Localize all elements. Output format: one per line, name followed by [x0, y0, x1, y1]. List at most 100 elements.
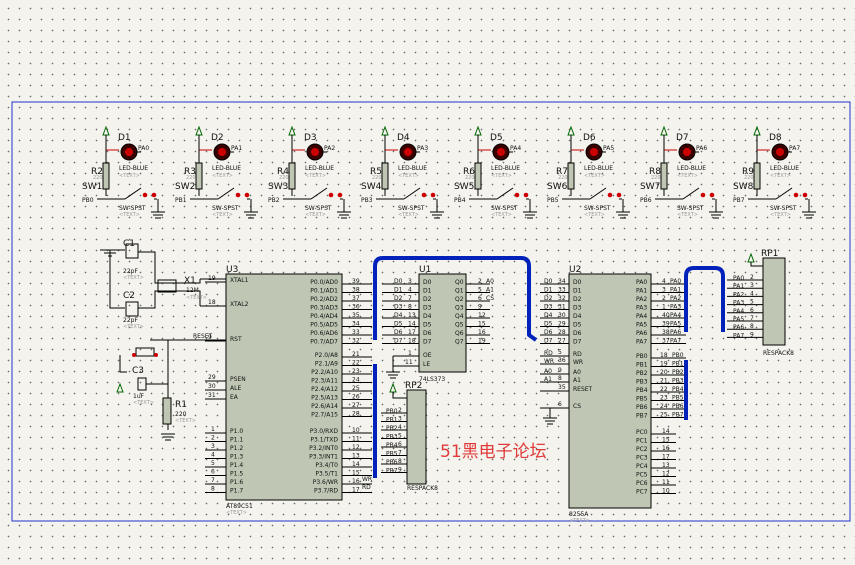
- rp1-pin-label: PA4: [733, 308, 744, 315]
- rp1-pin-label: PA0: [733, 275, 744, 282]
- u2-pin-label: D7: [573, 339, 582, 346]
- led-cell-2[interactable]: D2PA1LED-BLUE<TEXT>R3220SW2PB1SW-SPST<TE…: [175, 125, 258, 219]
- u1-pin-label: Q7: [455, 339, 464, 346]
- clock-reset-circuit: C122pF<TEXT>C222pF<TEXT>X112M<TEXT>C31uF…: [100, 239, 226, 441]
- u3-at89c51[interactable]: U3AT89C51<TEXT>XTAL119XTAL218RST9RESETPS…: [193, 265, 372, 516]
- u3-pin-label: P1.7: [230, 488, 243, 495]
- u2-pin-label: PB5: [636, 396, 648, 403]
- u2-pin-number: 23: [660, 395, 668, 402]
- u2-pin-number: 32: [558, 295, 566, 302]
- u1-addr-label: A1: [486, 287, 494, 294]
- u3-pin-number: 2: [211, 435, 215, 442]
- led-cell-6[interactable]: D6PA5LED-BLUE<TEXT>R7220SW6PB5SW-SPST<TE…: [547, 125, 630, 219]
- u3-pin-number: 14: [352, 461, 360, 468]
- rp1-pin-number: 8: [750, 323, 754, 330]
- u2-pin-number: 28: [558, 329, 566, 336]
- u2-pin-label: A1: [573, 377, 581, 384]
- rp1-pin-number: 4: [750, 290, 754, 297]
- u3-pin-label: P1.2: [230, 445, 243, 452]
- rp1-body[interactable]: [762, 257, 786, 346]
- led-cell-1[interactable]: D1PA0LED-BLUE<TEXT>R2220SW1PB0SW-SPST<TE…: [82, 125, 165, 219]
- rp1-pin-number: 7: [750, 315, 754, 322]
- u2-pin-label: PB0: [636, 353, 648, 360]
- power-arrow-icon: [753, 125, 761, 136]
- resistor-value: 220: [465, 175, 475, 181]
- u3-body[interactable]: [225, 273, 343, 501]
- resistor-value: 220: [93, 175, 103, 181]
- u3-pin-number: 23: [352, 368, 360, 375]
- led-cell-7[interactable]: D7PA6LED-BLUE<TEXT>R8220SW7PB6SW-SPST<TE…: [640, 125, 723, 219]
- u3-pin-number: 17: [352, 487, 360, 494]
- rp1-pin-number: 2: [750, 274, 754, 281]
- u3-pin-number: 11: [352, 436, 360, 443]
- led-cell-5[interactable]: D5PA4LED-BLUE<TEXT>R6220SW5PB4SW-SPST<TE…: [454, 125, 537, 219]
- u2-pin-number: 39: [662, 321, 670, 328]
- power-arrow-icon: [747, 252, 755, 263]
- u2-pin-label: PC7: [636, 489, 648, 496]
- u3-pin-number: 18: [208, 299, 216, 306]
- u3-pin-number: 37: [352, 295, 360, 302]
- rp2-pin-number: 2: [398, 407, 402, 414]
- u3-pin-number: 22: [352, 360, 360, 367]
- ground-icon: [386, 371, 400, 379]
- x1-value: 12M: [186, 287, 199, 294]
- u1-pin-number: 13: [408, 312, 416, 319]
- resistor-value: 220: [744, 175, 754, 181]
- u3-pin-label: P1.0: [230, 428, 243, 435]
- switch-type: SW-SPST: [119, 205, 146, 212]
- u2-pin-label: PC5: [636, 472, 648, 479]
- u3-pin-number: 21: [352, 351, 360, 358]
- data-bus: [373, 256, 725, 478]
- r1-text: <TEXT>: [175, 418, 196, 424]
- led-text: <TEXT>: [212, 173, 233, 179]
- u1-pin-number: 11: [405, 359, 413, 366]
- led-ref: D1: [118, 133, 131, 143]
- switch-ref: SW2: [175, 182, 195, 192]
- u1-body[interactable]: [418, 273, 467, 373]
- u3-pin-number: 9: [208, 334, 212, 341]
- u2-net-label: D2: [544, 295, 553, 302]
- u1-pin-number: 3: [408, 278, 412, 285]
- rp1-ref: RP1: [761, 249, 778, 259]
- u1-ref: U1: [419, 265, 431, 275]
- u2-8255a[interactable]: U28255A<TEXT>D034D0D133D1D232D2D331D3D43…: [540, 265, 686, 524]
- rp2-pin-number: 9: [398, 467, 402, 474]
- led-cell-4[interactable]: D4PA3LED-BLUE<TEXT>R5220SW4PB3SW-SPST<TE…: [361, 125, 444, 219]
- led-core-icon: [218, 148, 226, 156]
- u1-pin-number: 5: [478, 287, 482, 294]
- switch-type: SW-SPST: [212, 205, 239, 212]
- u2-pin-label: PA2: [636, 296, 647, 303]
- resistor-icon: [102, 162, 110, 190]
- switch-ref: SW7: [640, 182, 660, 192]
- u3-pin-number: 38: [352, 287, 360, 294]
- u2-net-label: PA0: [670, 278, 681, 285]
- resistor-ref: R3: [184, 167, 196, 177]
- u2-net-label: D4: [544, 312, 553, 319]
- u1-pin-number: 6: [478, 295, 482, 302]
- u1-74ls373[interactable]: U174LS373D03D0D14D1D27D2D38D3D413D4D514D…: [382, 265, 494, 383]
- u3-pin-number: 3: [211, 443, 215, 450]
- u3-pin-number: 7: [211, 477, 215, 484]
- u1-pin-number: 4: [408, 287, 412, 294]
- u1-net-label: D7: [394, 338, 403, 345]
- wire: [119, 355, 127, 373]
- switch-text: <TEXT>: [212, 212, 233, 218]
- u2-pin-number: 9: [558, 367, 562, 374]
- u3-pin-number: 36: [352, 304, 360, 311]
- u1-pin-label: D7: [423, 339, 432, 346]
- c1-text: <TEXT>: [123, 275, 144, 281]
- x1-ref: X1: [184, 276, 196, 286]
- led-cell-8[interactable]: D8PA7LED-BLUE<TEXT>R9220SW8PB7SW-SPST<TE…: [733, 125, 816, 219]
- u2-body[interactable]: [568, 273, 652, 509]
- c2-text: <TEXT>: [123, 324, 144, 330]
- u3-pin-label: EA: [230, 394, 239, 401]
- rp2-body[interactable]: [406, 389, 427, 485]
- u3-pin-number: 5: [211, 460, 215, 467]
- led-text: <TEXT>: [584, 173, 605, 179]
- rp2-pin-label: PB6: [386, 459, 398, 466]
- wire: [109, 250, 125, 309]
- led-cell-3[interactable]: D3PA2LED-BLUE<TEXT>R4220SW3PB2SW-SPST<TE…: [268, 125, 351, 219]
- u2-pin-number: 30: [558, 312, 566, 319]
